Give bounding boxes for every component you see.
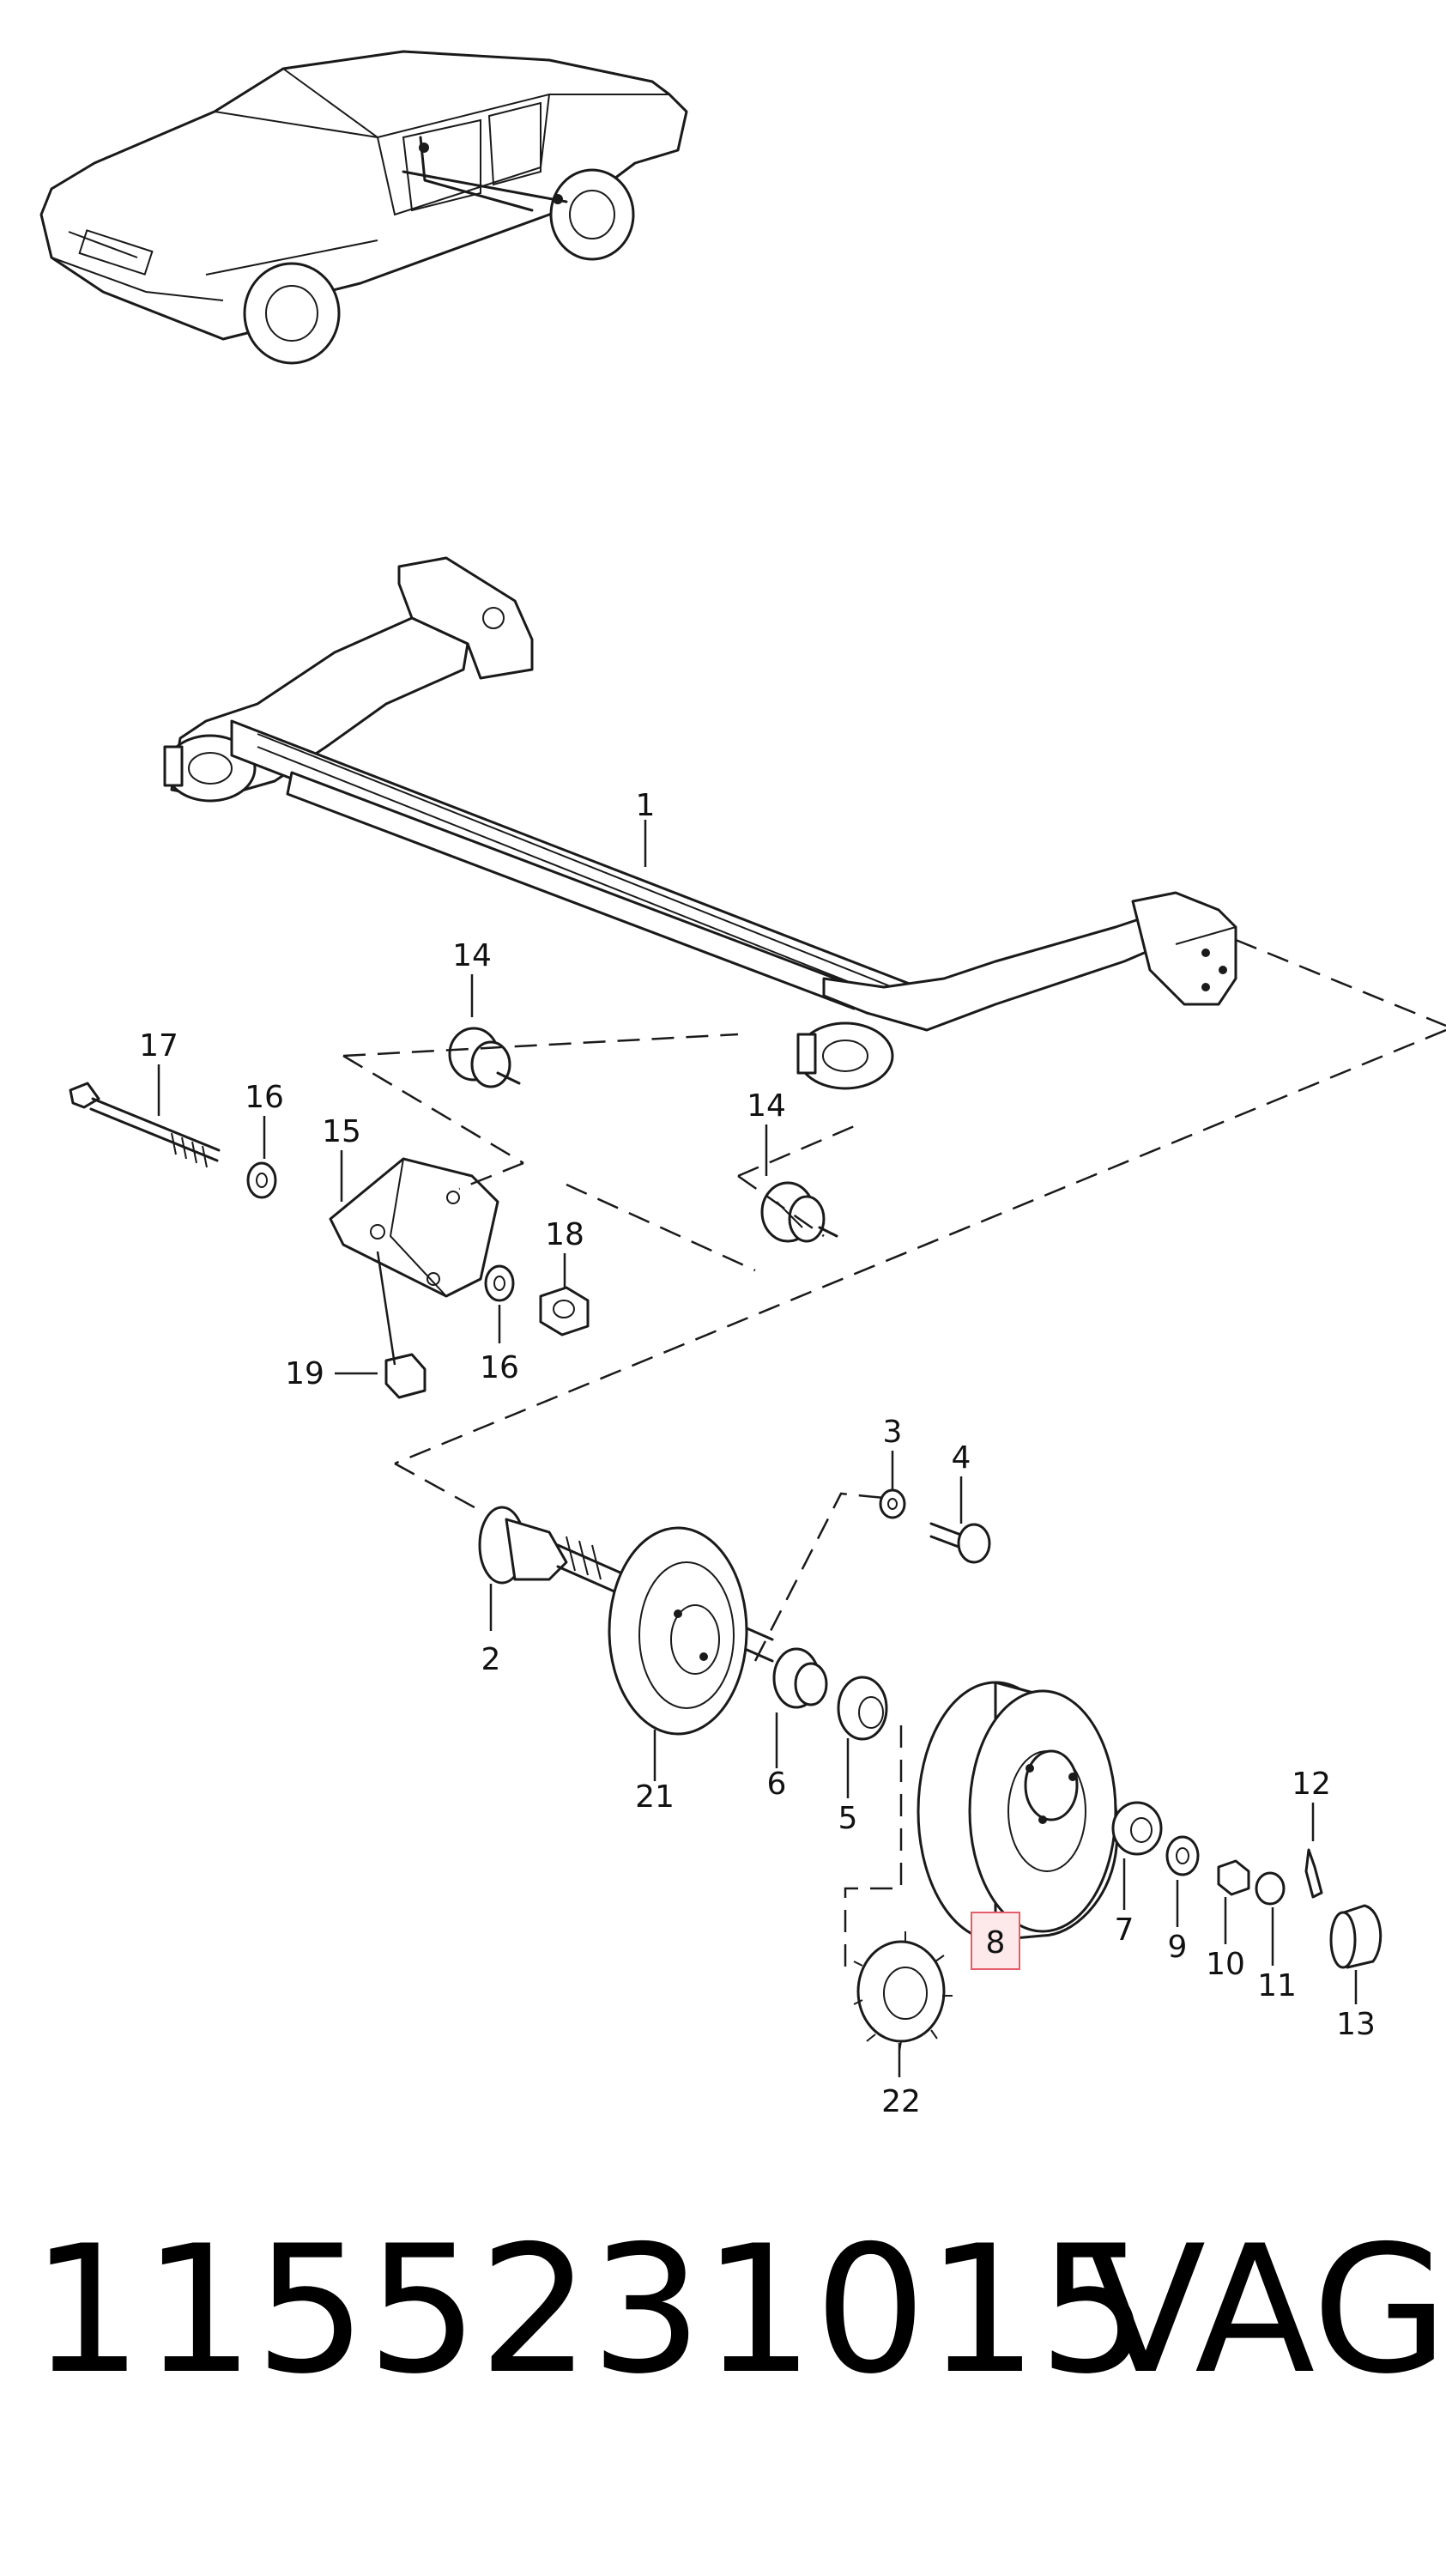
callout-9: 9: [1168, 1930, 1188, 1965]
bearing-7: [1111, 1801, 1163, 1856]
callout-8-highlight: [971, 1912, 1020, 1970]
mounting-bracket: [329, 1157, 499, 1298]
split-pin-12: [1304, 1848, 1323, 1899]
washer-9: [1165, 1835, 1200, 1876]
bearing-6: [772, 1647, 828, 1709]
abs-ring-22: [853, 1931, 953, 2052]
callout-18: 18: [545, 1217, 584, 1252]
nut-10: [1217, 1859, 1250, 1896]
bush-upper: [448, 1027, 521, 1088]
callout-17: 17: [139, 1028, 178, 1064]
callout-8: 8: [986, 1925, 1006, 1961]
callout-1: 1: [636, 788, 656, 823]
callout-10: 10: [1206, 1947, 1245, 1982]
callout-12: 12: [1292, 1767, 1331, 1802]
callout-2: 2: [481, 1642, 501, 1677]
callout-16-upper: 16: [245, 1080, 284, 1115]
callout-3: 3: [883, 1415, 903, 1450]
callout-21: 21: [635, 1779, 675, 1815]
callout-14-upper: 14: [452, 938, 492, 973]
callout-19: 19: [285, 1356, 324, 1391]
washer-16-upper: [246, 1161, 277, 1199]
callout-7: 7: [1115, 1912, 1134, 1948]
grease-cap-13: [1329, 1904, 1382, 1969]
nut-18: [539, 1286, 590, 1336]
castle-cap-11: [1255, 1871, 1286, 1906]
backing-plate: [608, 1526, 748, 1736]
washer-16-lower: [484, 1264, 515, 1302]
car-illustration: [39, 50, 688, 365]
brake-drum: [917, 1681, 1119, 1942]
rear-axle-beam: [163, 556, 1237, 1090]
callout-13: 13: [1336, 2007, 1376, 2042]
bush-lower: [760, 1181, 838, 1243]
part-number: 1155231015: [31, 2209, 1151, 2413]
bolt-17: [69, 1082, 221, 1168]
callout-22: 22: [881, 2084, 921, 2119]
callout-16-lower: 16: [480, 1350, 519, 1385]
callout-4: 4: [952, 1440, 971, 1476]
bolt-4: [929, 1522, 991, 1564]
washer-3: [879, 1488, 906, 1519]
brand-name: VAG: [1086, 2209, 1446, 2413]
nut-19: [384, 1353, 427, 1399]
callout-5: 5: [838, 1801, 858, 1836]
bearing-5: [837, 1676, 888, 1741]
callout-labels: 1 2 3 4 5 6 7 8 9 10 11 12 13 14 14 15 1…: [139, 788, 1376, 2119]
callout-14-lower: 14: [747, 1088, 786, 1124]
callout-11: 11: [1257, 1968, 1297, 2003]
callout-15: 15: [322, 1114, 361, 1149]
callout-6: 6: [767, 1767, 787, 1802]
assembly-lines: [342, 938, 1446, 1974]
callout-leaders: [157, 974, 1358, 2077]
